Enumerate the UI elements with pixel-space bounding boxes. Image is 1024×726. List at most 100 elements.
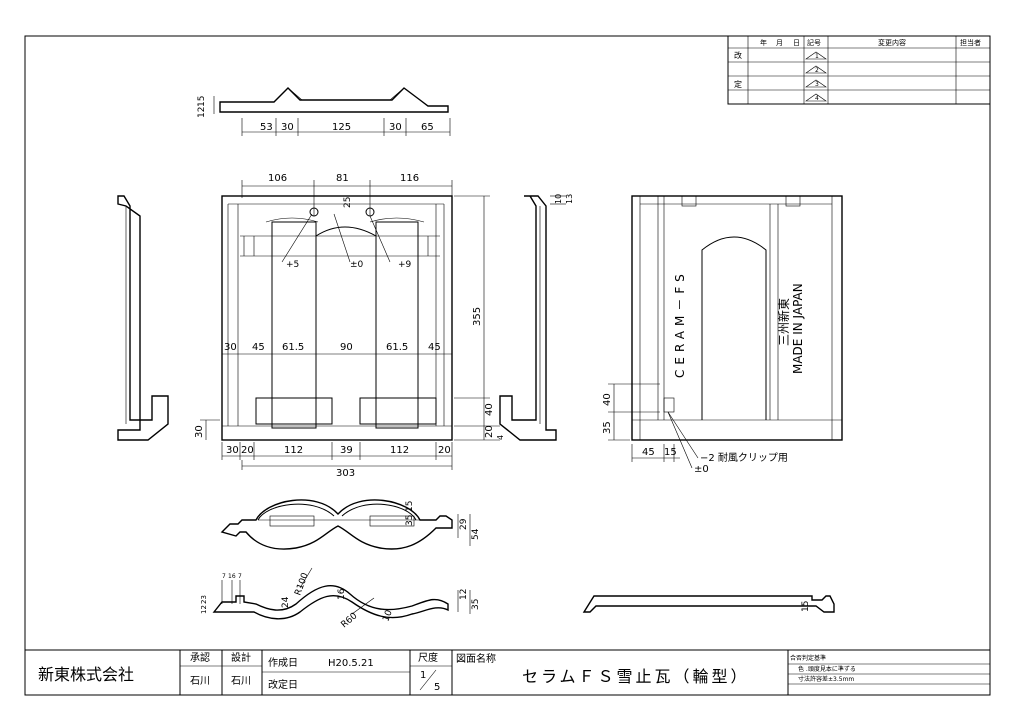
revision-mark: 3 bbox=[805, 79, 827, 88]
dim-label: 35 bbox=[602, 421, 613, 434]
dim-label: 53 bbox=[260, 122, 273, 133]
dim-label: 15 bbox=[664, 447, 677, 458]
stamp-ceram: CERAM－FS bbox=[673, 269, 687, 378]
dim-label: 15 bbox=[197, 96, 207, 107]
dim-label: 355 bbox=[472, 307, 483, 326]
scale-denominator: 5 bbox=[434, 682, 440, 693]
note-clip: −2 耐風クリップ用 bbox=[700, 451, 788, 464]
top-profile-view: 15 12 53 30 125 30 65 bbox=[197, 87, 451, 136]
dim-label: 15 bbox=[405, 501, 415, 512]
dim-label: 20 bbox=[241, 445, 254, 456]
dim-label: 12 bbox=[197, 107, 207, 118]
design-name: 石川 bbox=[231, 676, 251, 687]
radius-label: R60 bbox=[340, 611, 360, 630]
revision-header: 月 bbox=[776, 39, 783, 47]
dim-label: 30 bbox=[226, 445, 239, 456]
dim-label: 13 bbox=[565, 194, 574, 204]
revised-label: 改定日 bbox=[268, 678, 298, 691]
adjust-label: +5 bbox=[286, 260, 299, 270]
dim-label: 303 bbox=[336, 468, 355, 479]
dim-label: 24 bbox=[281, 596, 291, 608]
dim-label: 81 bbox=[336, 173, 349, 184]
dim-label: 20 bbox=[438, 445, 451, 456]
dim-label: 29 bbox=[459, 518, 469, 530]
scale-numerator: 1 bbox=[420, 670, 426, 681]
svg-text:4: 4 bbox=[815, 95, 819, 102]
dim-label: 90 bbox=[340, 342, 353, 353]
dim-label: 7 bbox=[238, 573, 242, 580]
revision-mark: 4 bbox=[805, 93, 827, 102]
dim-label: 35 bbox=[405, 515, 415, 526]
upper-cross-section: 15 35 29 54 bbox=[220, 499, 481, 550]
dim-label: 12 bbox=[459, 589, 469, 600]
revision-header: 日 bbox=[793, 39, 800, 47]
svg-text:3: 3 bbox=[815, 81, 819, 88]
radius-label: R100 bbox=[293, 571, 311, 597]
company-name: 新東株式会社 bbox=[38, 665, 134, 684]
dim-label: 16 bbox=[228, 573, 236, 580]
revision-side-label: 改 bbox=[734, 50, 742, 60]
revision-table: 改 定 年 月 日 記号 変更内容 担当者 1 2 3 4 bbox=[727, 35, 991, 105]
created-date: H20.5.21 bbox=[328, 658, 374, 669]
criteria-note: 合否判定基準 bbox=[790, 654, 826, 662]
dim-label: 40 bbox=[484, 403, 495, 416]
revision-header: 年 bbox=[760, 38, 767, 47]
dim-label: 30 bbox=[389, 122, 402, 133]
dim-label: 45 bbox=[252, 342, 265, 353]
side-profile-view: 15 bbox=[582, 595, 835, 613]
scale-label: 尺度 bbox=[418, 651, 438, 664]
approve-name: 石川 bbox=[190, 676, 210, 687]
adjust-label: ±0 bbox=[350, 260, 364, 270]
dim-label: 116 bbox=[400, 173, 419, 184]
revision-header: 変更内容 bbox=[878, 38, 906, 47]
dim-label: 61.5 bbox=[386, 342, 408, 353]
dim-label: 23 bbox=[200, 595, 208, 604]
title-block: 新東株式会社 承認 設計 石川 石川 作成日 H20.5.21 改定日 尺度 1… bbox=[24, 649, 991, 696]
criteria-note: 色 .頭度見本に準ずる bbox=[798, 665, 856, 673]
left-side-view bbox=[117, 195, 169, 441]
revision-mark: 1 bbox=[805, 51, 827, 60]
design-label: 設計 bbox=[231, 651, 251, 664]
dim-label: 106 bbox=[268, 173, 287, 184]
dim-label: 45 bbox=[642, 447, 655, 458]
dim-label: 40 bbox=[602, 393, 613, 406]
dim-label: 4 bbox=[496, 435, 505, 440]
back-view: CERAM－FS 三州新東 MADE IN JAPAN 40 35 45 15 … bbox=[602, 195, 843, 475]
dim-label: 7 bbox=[222, 573, 226, 580]
dim-label: 54 bbox=[471, 528, 481, 540]
revision-header: 記号 bbox=[807, 38, 821, 47]
dim-label: 25 bbox=[343, 197, 353, 208]
lower-cross-section: 7 16 7 12 23 R100 R60 24 16 10 12 35 bbox=[200, 567, 481, 630]
stamp-made: MADE IN JAPAN bbox=[791, 283, 805, 374]
dim-label: 35 bbox=[471, 599, 481, 610]
dim-label: 65 bbox=[421, 122, 434, 133]
adjust-label: +9 bbox=[398, 260, 412, 270]
note-zero: ±0 bbox=[694, 464, 709, 475]
dim-label: 125 bbox=[332, 122, 351, 133]
revision-mark: 2 bbox=[805, 65, 827, 74]
front-view: 106 81 116 25 +5 ±0 +9 bbox=[194, 173, 505, 479]
dim-label: 15 bbox=[801, 601, 811, 612]
revision-side-label: 定 bbox=[734, 79, 742, 89]
dim-label: 30 bbox=[281, 122, 294, 133]
svg-text:2: 2 bbox=[815, 67, 819, 74]
dim-label: 20 bbox=[484, 425, 495, 438]
svg-text:1: 1 bbox=[815, 53, 819, 60]
dim-label: 30 bbox=[194, 425, 205, 438]
criteria-note: 寸法許容差±3.5mm bbox=[798, 675, 854, 683]
right-side-view: 10 13 bbox=[499, 194, 574, 441]
dim-label: 10 bbox=[381, 609, 394, 623]
dim-label: 30 bbox=[224, 342, 237, 353]
drawing-name: セラムＦＳ雪止瓦（輪型） bbox=[522, 667, 750, 686]
approve-label: 承認 bbox=[190, 651, 210, 664]
dim-label: 10 bbox=[554, 194, 563, 204]
dim-label: 16 bbox=[337, 588, 347, 600]
sheet-border bbox=[24, 35, 991, 696]
dim-label: 112 bbox=[390, 445, 409, 456]
dim-label: 112 bbox=[284, 445, 303, 456]
dim-label: 61.5 bbox=[282, 342, 304, 353]
stamp-maker: 三州新東 bbox=[776, 298, 791, 346]
dim-label: 45 bbox=[428, 342, 441, 353]
dim-label: 12 bbox=[200, 605, 208, 614]
